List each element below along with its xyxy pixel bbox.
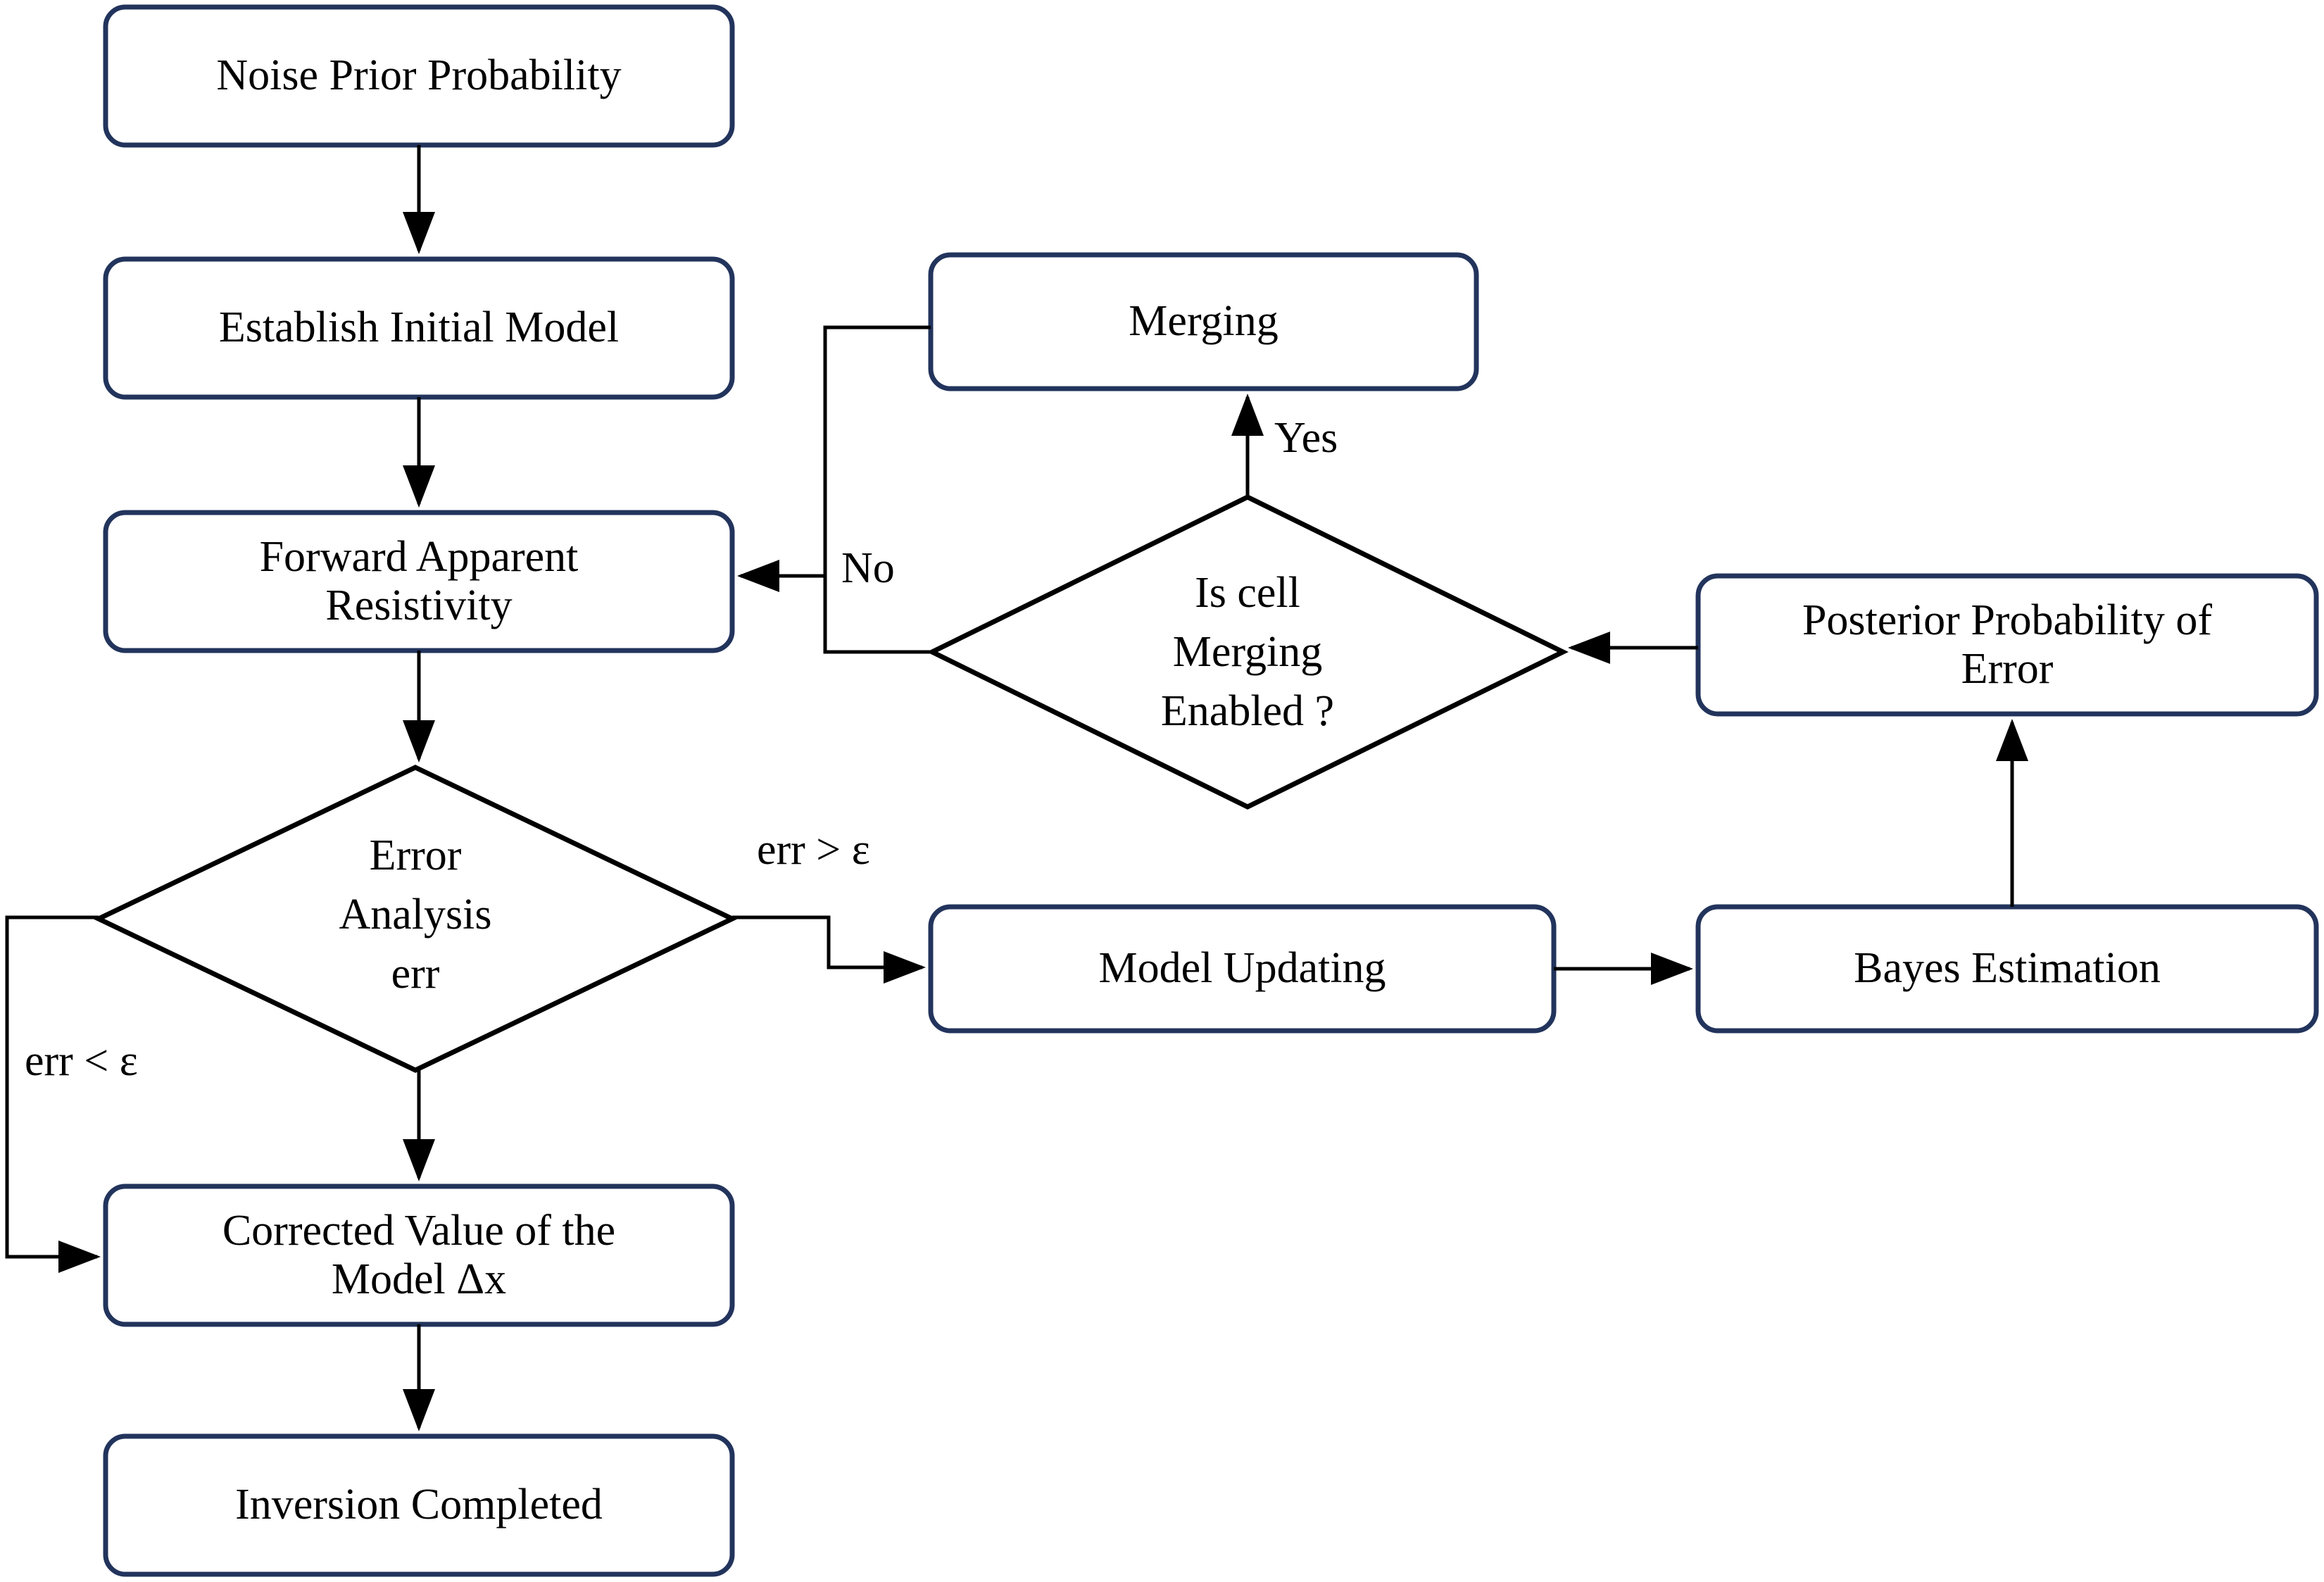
node-shape-bayes-estimation[interactable] xyxy=(1695,904,2319,1034)
connectors xyxy=(5,145,2028,1431)
node-shape-posterior-probability-of-error[interactable] xyxy=(1695,573,2319,717)
edge-merging-decision-to-merging-box-left xyxy=(823,325,932,654)
node-shape-inversion-completed[interactable] xyxy=(103,1433,735,1577)
node-shape-noise-prior-probability[interactable] xyxy=(103,4,735,148)
node-shape-establish-initial-model[interactable] xyxy=(103,256,735,400)
node-shape-merging[interactable] xyxy=(928,252,1479,391)
node-shapes xyxy=(92,4,2319,1577)
node-shape-corrected-value-of-model[interactable] xyxy=(103,1184,735,1327)
node-shape-forward-apparent-resistivity[interactable] xyxy=(103,510,735,653)
edge-error-analysis-to-model-updating xyxy=(732,915,926,984)
node-shape-error-analysis[interactable] xyxy=(92,765,739,1073)
edge-error-analysis-left-to-corrected xyxy=(5,915,101,1273)
node-shape-model-updating[interactable] xyxy=(928,904,1557,1034)
node-shape-is-cell-merging-enabled[interactable] xyxy=(927,494,1569,810)
